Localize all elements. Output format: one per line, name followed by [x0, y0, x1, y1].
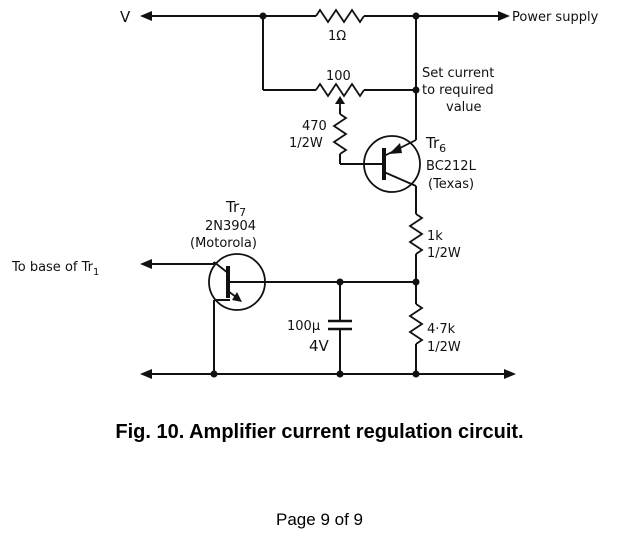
junction-dots	[210, 12, 420, 378]
labels: V Power supply 1Ω 100 Set current to req…	[11, 8, 599, 355]
label-r-1ohm: 1Ω	[328, 29, 346, 44]
pot-branch	[262, 16, 416, 108]
label-v-rail: V	[120, 8, 131, 26]
label-r47k-power: 1/2W	[427, 340, 461, 355]
label-r470-value: 470	[302, 119, 327, 134]
circuit-schematic: V Power supply 1Ω 100 Set current to req…	[11, 8, 599, 379]
bottom-rail	[140, 369, 516, 379]
resistor-470-branch	[332, 108, 384, 165]
v-arrow	[140, 11, 152, 21]
right-rail	[408, 16, 424, 374]
resistor-4k7	[408, 303, 424, 345]
label-cap-value: 100μ	[287, 319, 320, 334]
to-base-arrow	[140, 259, 152, 269]
resistor-1ohm	[315, 8, 365, 24]
figure-caption: Fig. 10. Amplifier current regulation ci…	[115, 421, 524, 443]
label-tr6-name: Tr6	[425, 134, 446, 155]
label-cap-voltage: 4V	[309, 337, 330, 355]
page-number: Page 9 of 9	[276, 510, 363, 529]
label-tr6-part: BC212L	[426, 159, 477, 174]
transistor-tr7	[208, 253, 266, 311]
label-set-current-1: Set current	[422, 66, 494, 81]
label-r47k-value: 4·7k	[427, 322, 456, 337]
label-r1k-value: 1k	[427, 229, 443, 244]
label-r-pot: 100	[326, 69, 351, 84]
tr7-wiring	[140, 259, 230, 374]
tr6-emitter-arrow	[389, 143, 402, 154]
label-r470-power: 1/2W	[289, 136, 323, 151]
label-set-current-3: value	[446, 100, 482, 115]
resistor-1k	[408, 213, 424, 255]
resistor-470	[332, 113, 348, 155]
label-tr7-name: Tr7	[225, 198, 246, 219]
transistor-tr6	[363, 135, 421, 193]
top-rail	[140, 8, 510, 24]
pot-wiper-arrow	[335, 96, 345, 104]
bottom-right-arrow	[504, 369, 516, 379]
label-tr7-part: 2N3904	[205, 219, 256, 234]
label-tr6-maker: (Texas)	[428, 177, 474, 192]
label-power-supply: Power supply	[512, 10, 599, 25]
label-to-base: To base of Tr1	[11, 260, 99, 278]
label-set-current-2: to required	[422, 83, 494, 98]
bottom-left-arrow	[140, 369, 152, 379]
label-r1k-power: 1/2W	[427, 246, 461, 261]
label-tr7-maker: (Motorola)	[190, 236, 257, 251]
resistor-pot-100	[315, 82, 365, 98]
tr7-emitter-arrow	[232, 292, 242, 302]
power-supply-arrow	[498, 11, 510, 21]
